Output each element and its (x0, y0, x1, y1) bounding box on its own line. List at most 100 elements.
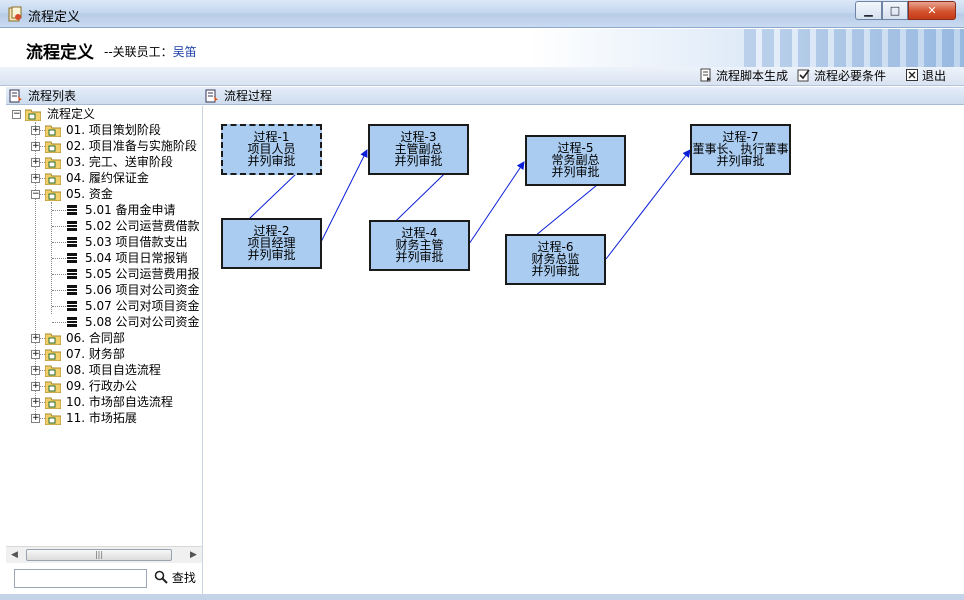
expand-icon[interactable]: + (31, 413, 40, 423)
node-role: 财务总监 (531, 252, 580, 266)
expand-icon[interactable]: + (31, 397, 40, 407)
required-conditions-button[interactable]: 流程必要条件 (797, 68, 886, 85)
expand-icon[interactable]: + (31, 381, 40, 391)
script-generate-icon (700, 68, 711, 82)
search-input[interactable] (14, 569, 147, 588)
flow-node-2[interactable]: 过程-2 项目经理 并列审批 (221, 218, 322, 269)
flow-list-header: 流程列表 (6, 87, 202, 105)
flow-node-6[interactable]: 过程-6 财务总监 并列审批 (505, 234, 606, 285)
node-role: 董事长、执行董事 (692, 142, 789, 156)
folder-open-icon (25, 109, 41, 121)
flow-process-title: 流程过程 (224, 89, 273, 103)
folder-icon (45, 349, 61, 361)
node-mode: 并列审批 (395, 250, 444, 264)
tree-item-label: 01. 项目策划阶段 (66, 123, 161, 137)
tree-branch-line (35, 402, 49, 403)
employee-info: --关联员工：吴笛 (104, 43, 197, 60)
tree-branch-line (52, 322, 66, 323)
tree-item-label: 11. 市场拓展 (66, 411, 137, 425)
flow-doc-icon (67, 205, 77, 215)
tree-branch-line (52, 274, 66, 275)
tree-subitem-label: 5.04 项目日常报销 (85, 251, 188, 265)
node-mode: 并列审批 (551, 165, 600, 179)
folder-icon (45, 413, 61, 425)
search-button[interactable]: 查找 (154, 570, 196, 586)
scroll-left-icon[interactable]: ◀ (11, 550, 18, 560)
exit-button[interactable]: 退出 (905, 68, 946, 85)
banner-decoration (744, 29, 964, 67)
minimize-button[interactable]: ▁ (855, 1, 882, 20)
tree-branch-line (52, 226, 66, 227)
tree-guide-line (35, 122, 36, 418)
tree-root-label: 流程定义 (47, 107, 96, 121)
node-name: 过程-4 (401, 226, 438, 240)
flow-list-title: 流程列表 (28, 89, 77, 103)
folder-icon (45, 397, 61, 409)
flow-node-3[interactable]: 过程-3 主管副总 并列审批 (368, 124, 469, 175)
status-strip (0, 594, 964, 600)
tree-item-label: 06. 合同部 (66, 331, 125, 345)
node-mode: 并列审批 (247, 154, 296, 168)
flow-doc-icon (67, 317, 77, 327)
tree-subitem-label: 5.08 公司对公司资金 (85, 315, 200, 329)
tree-horizontal-scrollbar[interactable]: ◀ ||| ▶ (6, 546, 202, 563)
node-mode: 并列审批 (394, 154, 443, 168)
flow-doc-icon (67, 285, 77, 295)
tree-subitem-label: 5.07 公司对项目资金 (85, 299, 200, 313)
node-name: 过程-1 (253, 130, 290, 144)
collapse-icon[interactable]: − (12, 109, 21, 119)
flow-tree[interactable]: − 流程定义 + 01. 项目策划阶段 + 02. 项目准备与实施阶段 + 03… (6, 106, 202, 546)
scroll-thumb[interactable]: ||| (26, 549, 172, 561)
node-mode: 并列审批 (531, 264, 580, 278)
collapse-icon[interactable]: − (31, 189, 40, 199)
flow-doc-icon (67, 269, 77, 279)
tree-item-label: 04. 履约保证金 (66, 171, 149, 185)
page-title: 流程定义 (26, 43, 94, 63)
script-generate-label: 流程脚本生成 (716, 69, 789, 83)
tree-subitem-label: 5.03 项目借款支出 (85, 235, 188, 249)
folder-open-icon (45, 189, 61, 201)
expand-icon[interactable]: + (31, 157, 40, 167)
node-mode: 并列审批 (247, 248, 296, 262)
maximize-button[interactable]: □ (882, 1, 908, 20)
header-banner: 流程定义 --关联员工：吴笛 (0, 29, 964, 67)
toolbar: 流程脚本生成 流程必要条件 退出 (0, 67, 964, 86)
flow-node-1[interactable]: 过程-1 项目人员 并列审批 (221, 124, 322, 175)
tree-item-label: 10. 市场部自选流程 (66, 395, 173, 409)
tree-item-label: 08. 项目自选流程 (66, 363, 161, 377)
node-name: 过程-5 (557, 141, 594, 155)
expand-icon[interactable]: + (31, 349, 40, 359)
tree-item-label: 02. 项目准备与实施阶段 (66, 139, 197, 153)
link-4-5 (468, 161, 525, 245)
tree-item-label: 05. 资金 (66, 187, 113, 201)
tree-branch-line (35, 370, 49, 371)
app-icon (8, 6, 22, 22)
tree-branch-line (52, 258, 66, 259)
flow-node-5[interactable]: 过程-5 常务副总 并列审批 (525, 135, 626, 186)
tree-branch-line (52, 242, 66, 243)
flow-node-4[interactable]: 过程-4 财务主管 并列审批 (369, 220, 470, 271)
expand-icon[interactable]: + (31, 141, 40, 151)
folder-icon (45, 333, 61, 345)
exit-icon (906, 69, 918, 81)
node-name: 过程-7 (722, 130, 759, 144)
expand-icon[interactable]: + (31, 125, 40, 135)
tree-item-label: 03. 完工、送审阶段 (66, 155, 173, 169)
expand-icon[interactable]: + (31, 173, 40, 183)
tree-branch-line (52, 290, 66, 291)
scroll-right-icon[interactable]: ▶ (190, 550, 197, 560)
folder-icon (45, 365, 61, 377)
close-button[interactable]: ✕ (908, 1, 956, 20)
folder-icon (45, 173, 61, 185)
link-2-3 (320, 149, 368, 243)
tree-subitem-label: 5.01 备用金申请 (85, 203, 176, 217)
folder-icon (45, 125, 61, 137)
tree-branch-line (35, 418, 49, 419)
flow-process-header: 流程过程 (202, 87, 964, 105)
expand-icon[interactable]: + (31, 365, 40, 375)
expand-icon[interactable]: + (31, 333, 40, 343)
flow-canvas[interactable]: 过程-1 项目人员 并列审批 过程-2 项目经理 并列审批 过程-3 主管副总 … (202, 106, 964, 594)
folder-icon (45, 381, 61, 393)
flow-node-7[interactable]: 过程-7 董事长、执行董事 并列审批 (690, 124, 791, 175)
script-generate-button[interactable]: 流程脚本生成 (699, 68, 788, 85)
